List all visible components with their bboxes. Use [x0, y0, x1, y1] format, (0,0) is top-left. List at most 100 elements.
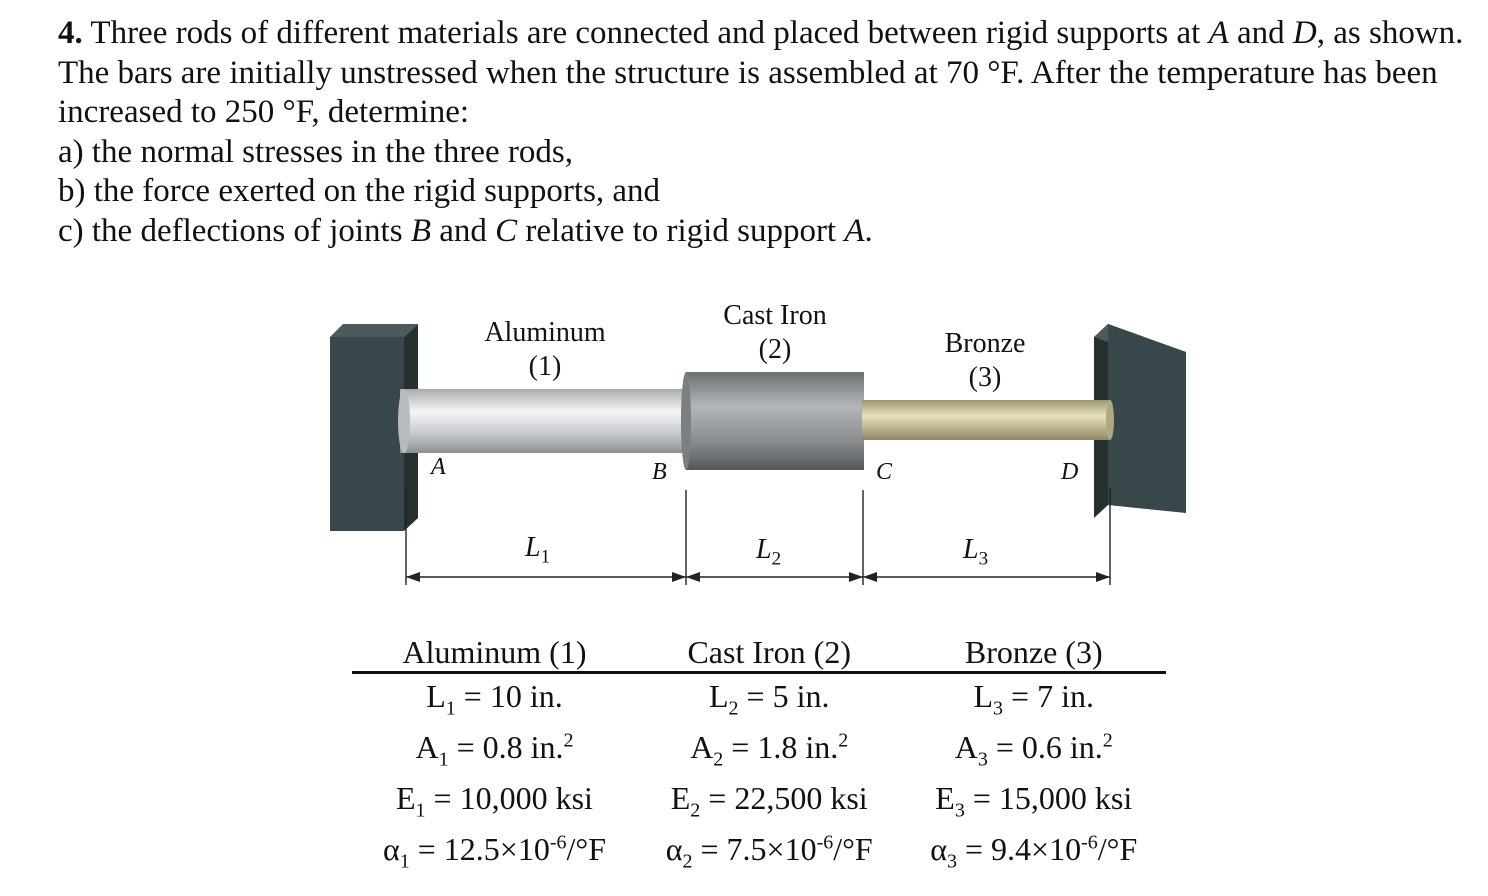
length-l2-label: L2 [756, 534, 781, 571]
property-value: = 0.8 in. [448, 729, 564, 766]
rod-label-index: (3) [968, 362, 1002, 393]
problem-intro-text: Three rods of different materials are co… [58, 15, 1464, 130]
point-b-label: B [652, 459, 667, 485]
left-support-side [404, 324, 418, 531]
property-value: = 5 in. [738, 678, 830, 715]
property-value: = 10 in. [455, 678, 563, 715]
property-value: = 9.4×10 [956, 831, 1082, 868]
rod-label-index: (2) [758, 334, 792, 365]
cast-iron-rod [686, 372, 864, 470]
property-subscript: 3 [977, 748, 988, 771]
left-support [330, 337, 404, 531]
property-superscript: 2 [563, 729, 574, 752]
rod-label-aluminum: Aluminum (1) [465, 316, 625, 384]
property-subscript: 1 [415, 799, 426, 822]
property-unit: /°F [566, 831, 606, 868]
property-cell: α3 = 9.4×10-6/°F [901, 827, 1166, 878]
part-c: c) the deflections of joints B and C rel… [58, 212, 873, 249]
property-symbol: L [708, 678, 729, 715]
length-l1-label: L1 [525, 532, 550, 569]
length-subscript: 3 [978, 548, 989, 570]
property-unit: /°F [833, 831, 873, 868]
property-symbol: A [415, 729, 439, 766]
property-subscript: 2 [690, 799, 701, 822]
property-value: = 1.8 in. [723, 729, 839, 766]
bronze-rod [862, 400, 1110, 440]
material-properties-table: Aluminum (1) Cast Iron (2) Bronze (3) L1… [352, 633, 1166, 878]
property-cell: α1 = 12.5×10-6/°F [352, 827, 637, 878]
property-cell: L3 = 7 in. [901, 673, 1166, 726]
table-row: L1 = 10 in.L2 = 5 in.L3 = 7 in. [352, 673, 1166, 726]
right-support-side [1094, 324, 1108, 518]
property-subscript: 3 [954, 799, 965, 822]
aluminum-rod [400, 389, 690, 453]
property-superscript: -6 [816, 831, 834, 854]
rod-label-name: Bronze [944, 328, 1026, 359]
property-symbol: A [954, 729, 978, 766]
property-subscript: 2 [682, 850, 693, 873]
rod-label-cast-iron: Cast Iron (2) [695, 299, 855, 367]
property-cell: L1 = 10 in. [352, 673, 637, 726]
problem-intro: 4. Three rods of different materials are… [58, 14, 1468, 133]
right-support [1108, 324, 1186, 513]
property-symbol: L [426, 678, 446, 715]
rod-label-name: Aluminum [484, 317, 606, 348]
property-superscript: 2 [1102, 729, 1113, 752]
problem-statement: 4. Three rods of different materials are… [58, 14, 1468, 251]
dimension-arrows [406, 572, 1110, 582]
property-symbol: E [396, 780, 416, 817]
property-cell: E2 = 22,500 ksi [637, 776, 902, 827]
cast-iron-rod-end [681, 372, 691, 470]
property-value: = 22,500 ksi [700, 780, 868, 817]
column-header: Cast Iron (2) [636, 633, 902, 674]
dimension-lines [405, 488, 1111, 585]
aluminum-rod-end [398, 389, 410, 453]
length-symbol: L [756, 534, 772, 565]
property-subscript: 1 [445, 697, 456, 720]
property-value: = 7 in. [1003, 678, 1094, 715]
length-subscript: 2 [771, 548, 782, 570]
property-subscript: 2 [728, 697, 739, 720]
point-a-label: A [431, 454, 446, 480]
property-symbol: α [930, 831, 947, 868]
right-support-top [1094, 324, 1186, 365]
property-subscript: 1 [438, 748, 449, 771]
property-value: = 7.5×10 [692, 831, 817, 868]
property-cell: L2 = 5 in. [637, 673, 902, 726]
property-superscript: 2 [838, 729, 849, 752]
property-symbol: L [973, 678, 994, 715]
property-symbol: E [670, 780, 691, 817]
length-symbol: L [525, 532, 541, 563]
problem-number: 4. [58, 15, 83, 51]
length-symbol: L [963, 534, 979, 565]
property-cell: A1 = 0.8 in.2 [352, 725, 637, 776]
property-symbol: α [382, 831, 400, 868]
bronze-rod-end [1106, 400, 1114, 440]
property-subscript: 2 [713, 748, 724, 771]
rod-label-name: Cast Iron [723, 300, 827, 331]
property-value: = 12.5×10 [409, 831, 550, 868]
property-value: = 15,000 ksi [964, 780, 1133, 817]
rod-label-bronze: Bronze (3) [905, 327, 1065, 395]
property-symbol: E [935, 780, 955, 817]
property-cell: A3 = 0.6 in.2 [901, 725, 1166, 776]
property-symbol: A [690, 729, 714, 766]
property-subscript: 1 [399, 850, 410, 873]
property-cell: α2 = 7.5×10-6/°F [637, 827, 902, 878]
property-cell: A2 = 1.8 in.2 [637, 725, 902, 776]
length-subscript: 1 [540, 546, 551, 568]
property-unit: /°F [1097, 831, 1138, 868]
property-superscript: -6 [549, 831, 567, 854]
column-header: Bronze (3) [901, 633, 1166, 674]
length-l3-label: L3 [963, 534, 988, 571]
part-b: b) the force exerted on the rigid suppor… [58, 173, 661, 209]
rod-label-index: (1) [528, 351, 562, 382]
property-value: = 10,000 ksi [425, 780, 593, 817]
column-header: Aluminum (1) [352, 633, 637, 674]
property-cell: E3 = 15,000 ksi [901, 776, 1166, 827]
left-support-top [330, 324, 418, 337]
property-subscript: 3 [993, 697, 1004, 720]
